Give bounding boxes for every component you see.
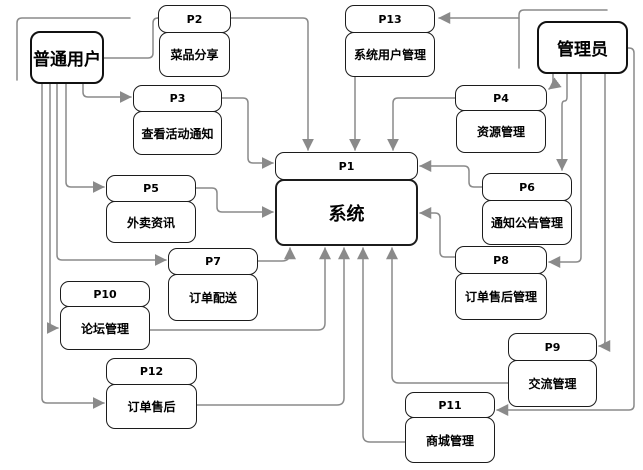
process-p7-label: 订单配送 bbox=[168, 274, 258, 321]
connector-p5-to-p1 bbox=[195, 187, 274, 218]
connector-user-to-p3 bbox=[82, 83, 132, 103]
entity-regular-user: 普通用户 bbox=[30, 31, 104, 84]
process-p2: P2 菜品分享 bbox=[158, 5, 231, 77]
connector-p6-to-p1 bbox=[419, 160, 483, 188]
process-p12-id: P12 bbox=[106, 358, 197, 385]
process-p12-label: 订单售后 bbox=[106, 384, 197, 429]
connector-admin-to-p13-stem bbox=[518, 9, 608, 69]
process-p3-id: P3 bbox=[133, 85, 222, 112]
process-p11-id: P11 bbox=[405, 392, 495, 418]
process-p4-id: P4 bbox=[455, 85, 547, 111]
process-p10-id: P10 bbox=[60, 281, 150, 307]
process-p9-label: 交流管理 bbox=[508, 360, 597, 407]
connector-p12-to-p1 bbox=[196, 247, 350, 406]
connector-p4-to-p1 bbox=[387, 97, 456, 151]
process-p9: P9 交流管理 bbox=[508, 333, 597, 407]
process-p8: P8 订单售后管理 bbox=[455, 246, 547, 320]
process-p13-label: 系统用户管理 bbox=[345, 32, 435, 77]
process-p7-id: P7 bbox=[168, 248, 258, 275]
process-p13: P13 系统用户管理 bbox=[345, 5, 435, 77]
process-p8-id: P8 bbox=[455, 246, 547, 274]
connector-p8-to-p1 bbox=[419, 207, 456, 258]
connector-admin-to-p11 bbox=[496, 47, 635, 416]
process-p2-label: 菜品分享 bbox=[159, 32, 230, 77]
process-p6: P6 通知公告管理 bbox=[482, 173, 572, 245]
process-p5-id: P5 bbox=[106, 175, 196, 202]
process-p3: P3 查看活动通知 bbox=[133, 85, 222, 155]
connector-admin-to-p4 bbox=[548, 73, 562, 90]
process-p11: P11 商城管理 bbox=[405, 392, 495, 463]
connector-admin-to-p9 bbox=[598, 73, 611, 352]
connector-p11-to-p1 bbox=[357, 247, 406, 443]
connector-user-to-p5 bbox=[65, 83, 105, 193]
process-p4-label: 资源管理 bbox=[456, 110, 546, 153]
process-p3-label: 查看活动通知 bbox=[133, 111, 222, 155]
process-p6-label: 通知公告管理 bbox=[482, 200, 572, 245]
connector-p7-to-p1 bbox=[257, 247, 296, 262]
process-p5-label: 外卖资讯 bbox=[106, 201, 196, 243]
connector-user-to-p12 bbox=[41, 83, 105, 409]
connector-p3-to-p1 bbox=[221, 97, 274, 169]
process-p7: P7 订单配送 bbox=[168, 248, 258, 321]
entity-admin: 管理员 bbox=[537, 21, 628, 74]
process-p1-label: 系统 bbox=[275, 179, 418, 246]
process-p1-id: P1 bbox=[275, 152, 418, 180]
connector-p9-to-p1 bbox=[386, 247, 509, 384]
connector-admin-to-p8 bbox=[548, 73, 582, 268]
connector-admin-to-p6 bbox=[556, 73, 568, 171]
process-p5: P5 外卖资讯 bbox=[106, 175, 196, 243]
process-p1-system: P1 系统 bbox=[275, 152, 418, 246]
process-p6-id: P6 bbox=[482, 173, 572, 201]
connector-user-to-p10 bbox=[46, 83, 59, 334]
connector-p2-to-p1 bbox=[230, 17, 314, 151]
process-p12: P12 订单售后 bbox=[106, 358, 197, 429]
connector-p10-to-p1 bbox=[149, 247, 331, 331]
process-p4: P4 资源管理 bbox=[455, 85, 547, 153]
process-p2-id: P2 bbox=[158, 5, 231, 33]
process-p11-label: 商城管理 bbox=[405, 417, 495, 463]
process-p8-label: 订单售后管理 bbox=[455, 273, 547, 320]
process-p10: P10 论坛管理 bbox=[60, 281, 150, 350]
process-p13-id: P13 bbox=[345, 5, 435, 33]
connector-user-to-p2 bbox=[103, 12, 169, 59]
connector-topleft-bracket bbox=[16, 17, 131, 81]
connector-user-to-p7 bbox=[56, 83, 167, 266]
process-p10-label: 论坛管理 bbox=[60, 306, 150, 350]
process-p9-id: P9 bbox=[508, 333, 597, 361]
